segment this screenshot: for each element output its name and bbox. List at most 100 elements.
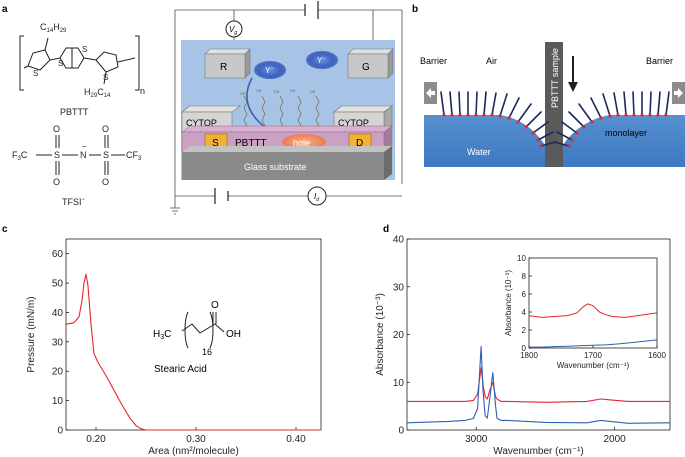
svg-text:D: D	[356, 138, 363, 149]
panel-b: b PBTTT sample Barrier Air Barrier monol…	[412, 4, 685, 167]
svg-text:F3C: F3C	[12, 150, 28, 162]
d-x-tick-label: 3000	[465, 434, 488, 445]
tfsi-o-1: O	[53, 124, 60, 134]
pbttt-sample-plate	[545, 42, 563, 167]
svg-text:TFSI−: TFSI−	[62, 197, 86, 207]
barrier-right-block	[672, 82, 685, 104]
panel-label-d: d	[383, 224, 389, 235]
tfsi-n-charge: −	[82, 142, 87, 151]
d-x-tick-label: 2000	[604, 434, 627, 445]
svg-text:H29C14: H29C14	[84, 87, 111, 99]
bond-end-left	[23, 65, 29, 69]
svg-text:OH: OH	[226, 329, 241, 340]
d-inset-y-tick-label: 8	[522, 272, 527, 281]
battery-top	[304, 1, 319, 19]
svg-text:CYTOP: CYTOP	[338, 118, 369, 128]
c-y-tick-label: 0	[57, 426, 63, 437]
d-inset-plot-bg	[529, 258, 657, 348]
id-meter	[307, 186, 327, 206]
repeat-n: n	[140, 86, 145, 96]
c-plot-frame	[65, 238, 322, 431]
svg-text:Barrier: Barrier	[646, 56, 673, 66]
tfsi-n: N	[80, 150, 87, 160]
panel-label-a: a	[2, 4, 8, 15]
svg-text:Air: Air	[486, 56, 497, 66]
c-x-tick-label: 0.20	[86, 434, 106, 445]
svg-text:monolayer: monolayer	[605, 128, 647, 138]
d-y-tick-label: 30	[393, 282, 405, 293]
d-y-tick-label: 20	[393, 330, 405, 341]
tfsi-o-4: O	[102, 177, 109, 187]
device-schematic: Vg Id R G Y−	[170, 1, 403, 215]
side-chain-top	[44, 37, 49, 51]
svg-text:OH: OH	[290, 89, 296, 93]
svg-text:CF3: CF3	[126, 150, 142, 162]
svg-text:OH: OH	[240, 92, 246, 96]
svg-text:O: O	[211, 300, 219, 311]
stearic-acid-structure: H3C 16 O OH Stearic Acid	[153, 300, 241, 375]
d-y-tick-label: 0	[398, 426, 404, 437]
ion-1: Y−	[254, 61, 286, 79]
svg-text:Vg: Vg	[229, 25, 237, 36]
svg-text:16: 16	[202, 347, 212, 357]
d-inset-x-tick-label: 1600	[648, 351, 666, 360]
svg-text:OH: OH	[310, 90, 316, 94]
svg-text:Y−: Y−	[265, 66, 274, 75]
c-series-line-1	[65, 273, 321, 431]
svg-text:H3C: H3C	[153, 329, 171, 341]
tfsi-s-right: S	[103, 150, 109, 160]
panel-b-labels: Barrier Air Barrier monolayer Water	[420, 56, 673, 157]
tfsi-s-left: S	[54, 150, 60, 160]
battery-bottom	[214, 188, 229, 204]
svg-text:G: G	[362, 62, 370, 73]
c-y-tick-label: 10	[52, 396, 64, 407]
bracket-left	[19, 35, 24, 91]
c-y-tick-label: 30	[52, 337, 64, 348]
d-inset-y-tick-label: 10	[517, 254, 526, 263]
svg-text:Barrier: Barrier	[420, 56, 447, 66]
c-y-tick-label: 60	[52, 249, 64, 260]
thiophene-right	[95, 51, 119, 73]
d-inset-x-axis-label: Wavenumber (cm⁻¹)	[557, 361, 630, 370]
d-inset-y-axis-label: Absorbance (10⁻³)	[504, 270, 513, 336]
d-inset-y-tick-label: 4	[522, 308, 527, 317]
tfsi-structure: F3C S N − S CF3 O O O O TFSI−	[12, 124, 142, 207]
pbttt-name: PBTTT	[60, 107, 89, 117]
tfsi-o-2: O	[53, 177, 60, 187]
c-y-tick-label: 50	[52, 279, 64, 290]
d-inset-series-line-1	[528, 303, 658, 318]
d-inset-y-tick-label: 0	[522, 344, 527, 353]
glass-substrate: Glass substrate	[182, 146, 392, 180]
electrode-r: R	[204, 48, 251, 79]
thiophene-left	[27, 49, 51, 71]
atom-s-2: S	[58, 59, 63, 68]
d-inset-series-line-2	[529, 339, 658, 348]
svg-text:C14H29: C14H29	[40, 22, 67, 34]
sample-label: PBTTT sample	[550, 48, 560, 108]
atom-s-3: S	[82, 45, 87, 54]
d-inset-x-tick-label: 1800	[520, 351, 538, 360]
d-x-axis-label: Wavenumber (cm⁻¹)	[493, 446, 583, 457]
panel-label-b: b	[412, 4, 418, 15]
svg-text:CYTOP: CYTOP	[186, 118, 217, 128]
vg-meter	[225, 20, 243, 38]
d-inset-x-tick-label: 1700	[584, 351, 602, 360]
c-x-tick-label: 0.40	[286, 434, 306, 445]
meniscus-left	[500, 115, 545, 145]
ion-2: Y−	[306, 51, 338, 69]
d-y-tick-label: 10	[393, 378, 405, 389]
svg-text:hole: hole	[293, 138, 310, 148]
atom-s-4: S	[103, 73, 108, 82]
d-y-tick-label: 40	[393, 235, 405, 246]
down-arrow	[568, 56, 578, 92]
svg-text:R: R	[220, 62, 227, 73]
d-inset-y-tick-label: 2	[522, 326, 527, 335]
c-y-tick-label: 40	[52, 308, 64, 319]
d-series-line-1	[407, 367, 670, 403]
svg-text:Water: Water	[467, 147, 491, 157]
c-y-axis-label: Pressure (mN/m)	[26, 296, 37, 372]
